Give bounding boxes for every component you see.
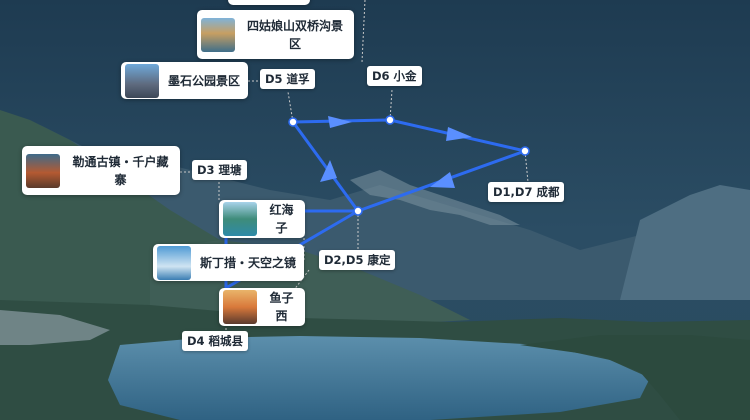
stone-forest-photo-icon bbox=[125, 63, 159, 98]
attraction-card-yuzixi[interactable]: 鱼子西 bbox=[219, 288, 305, 326]
node-daofu bbox=[288, 117, 298, 127]
attraction-label: 勒通古镇・千户藏寨 bbox=[72, 154, 169, 187]
route-arrows bbox=[320, 116, 472, 188]
red-lake-photo-icon bbox=[223, 202, 257, 236]
mountain-lake-photo-icon bbox=[201, 17, 235, 52]
attraction-label: 鱼子西 bbox=[269, 291, 294, 323]
attraction-card-honghaizi[interactable]: 红海子 bbox=[219, 200, 305, 238]
right-shore bbox=[520, 335, 750, 420]
stop-label-xiaojin: D6 小金 bbox=[367, 66, 422, 86]
attraction-label: 斯丁措・天空之镜 bbox=[199, 255, 296, 270]
stop-label-chengdu: D1,D7 成都 bbox=[488, 182, 565, 202]
attraction-card-moshi[interactable]: 墨石公园景区 bbox=[121, 62, 248, 99]
arrow-icon bbox=[320, 160, 337, 182]
shore-rocks bbox=[0, 310, 110, 345]
stop-label-daofu: D5 道孚 bbox=[260, 69, 315, 89]
attraction-card-siding[interactable]: 斯丁措・天空之镜 bbox=[153, 244, 304, 281]
sky-mirror-photo-icon bbox=[157, 245, 191, 280]
stop-label-litang: D3 理塘 bbox=[192, 160, 247, 180]
attraction-card-lengu[interactable]: 勒通古镇・千户藏寨 bbox=[22, 146, 180, 195]
stop-label-daocheng: D4 稻城县 bbox=[182, 331, 249, 351]
route-nodes bbox=[288, 115, 530, 216]
arrow-icon bbox=[446, 127, 472, 141]
attraction-card-siguniang[interactable]: 四姑娘山双桥沟景区 bbox=[197, 10, 354, 59]
snow-ridge bbox=[350, 170, 520, 225]
stop-label-kangding: D2,D5 康定 bbox=[319, 250, 396, 270]
lake bbox=[108, 336, 650, 420]
attraction-label: 红海子 bbox=[269, 203, 294, 235]
arrow-icon bbox=[328, 116, 352, 128]
node-kangding bbox=[353, 206, 363, 216]
tibetan-village-photo-icon bbox=[26, 153, 60, 188]
attraction-label: 墨石公园景区 bbox=[167, 73, 240, 88]
attraction-card-top-cut[interactable] bbox=[228, 0, 310, 5]
right-mountain bbox=[620, 185, 750, 300]
node-chengdu bbox=[520, 146, 530, 156]
attraction-label: 四姑娘山双桥沟景区 bbox=[246, 18, 343, 51]
arrow-icon bbox=[430, 172, 455, 188]
node-xiaojin bbox=[385, 115, 395, 125]
snow-peak-sunset-photo-icon bbox=[223, 290, 257, 324]
